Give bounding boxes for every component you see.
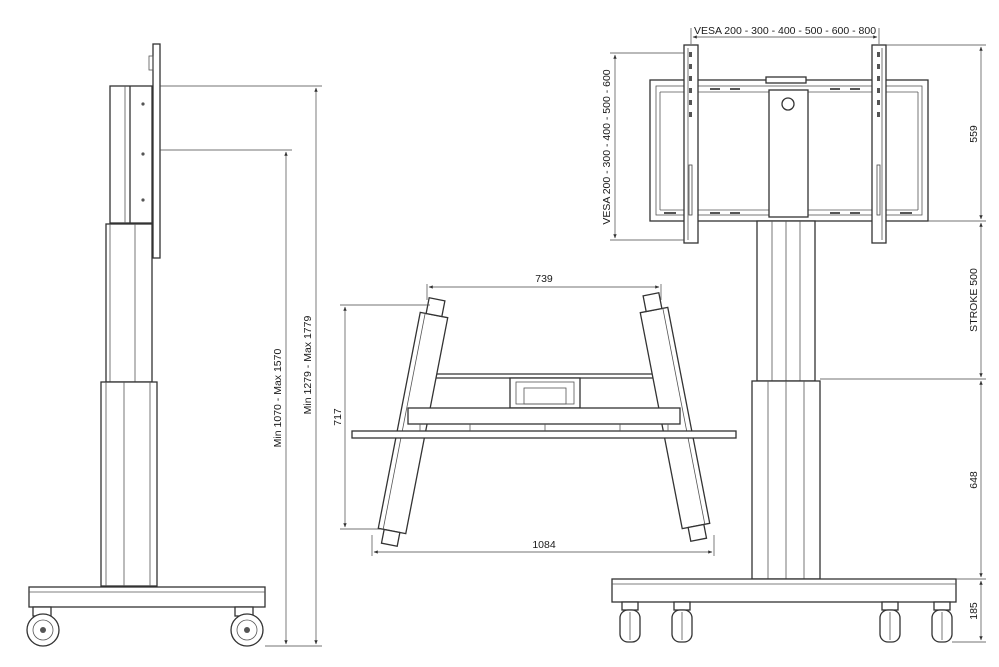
caster-right-side bbox=[230, 606, 264, 647]
top-width-label: 739 bbox=[535, 273, 553, 285]
mount-head-side bbox=[109, 85, 153, 224]
vesa-arm-left bbox=[683, 44, 699, 244]
mount-plate-top bbox=[407, 407, 681, 425]
caster-front-4 bbox=[931, 601, 953, 643]
front-view: VESA 200 - 300 - 400 - 500 - 600 - 800 V… bbox=[601, 25, 986, 643]
vesa-horizontal-label: VESA 200 - 300 - 400 - 500 - 600 - 800 bbox=[694, 25, 876, 37]
side-view: Min 1279 - Max 1779 Min 1070 - Max 1570 bbox=[26, 43, 322, 647]
vesa-vertical-label: VESA 200 - 300 - 400 - 500 - 600 bbox=[601, 69, 613, 224]
base-side bbox=[28, 586, 266, 608]
depth-label: 717 bbox=[332, 408, 344, 426]
stroke-label: STROKE 500 bbox=[968, 268, 980, 332]
height-total-label: Min 1279 - Max 1779 bbox=[302, 316, 314, 415]
display-panel-side bbox=[152, 43, 161, 259]
display-panel-top bbox=[351, 430, 737, 439]
upper-column-side bbox=[105, 223, 153, 383]
base-height-label: 185 bbox=[968, 602, 980, 620]
bracket-height-label: 559 bbox=[968, 125, 980, 143]
caster-front-1 bbox=[619, 601, 641, 643]
caster-front-3 bbox=[879, 601, 901, 643]
base-width-label: 1084 bbox=[532, 539, 556, 551]
height-center-label: Min 1070 - Max 1570 bbox=[272, 349, 284, 448]
lower-column-side bbox=[100, 381, 158, 587]
base-front bbox=[611, 578, 957, 603]
caster-left-side bbox=[26, 606, 60, 647]
vesa-arm-right bbox=[871, 44, 887, 244]
caster-front-2 bbox=[671, 601, 693, 643]
column-bracket-top bbox=[509, 377, 581, 409]
carriage-front bbox=[768, 89, 809, 218]
top-view: 739 717 1084 bbox=[332, 273, 737, 556]
column-height-label: 648 bbox=[968, 471, 980, 489]
